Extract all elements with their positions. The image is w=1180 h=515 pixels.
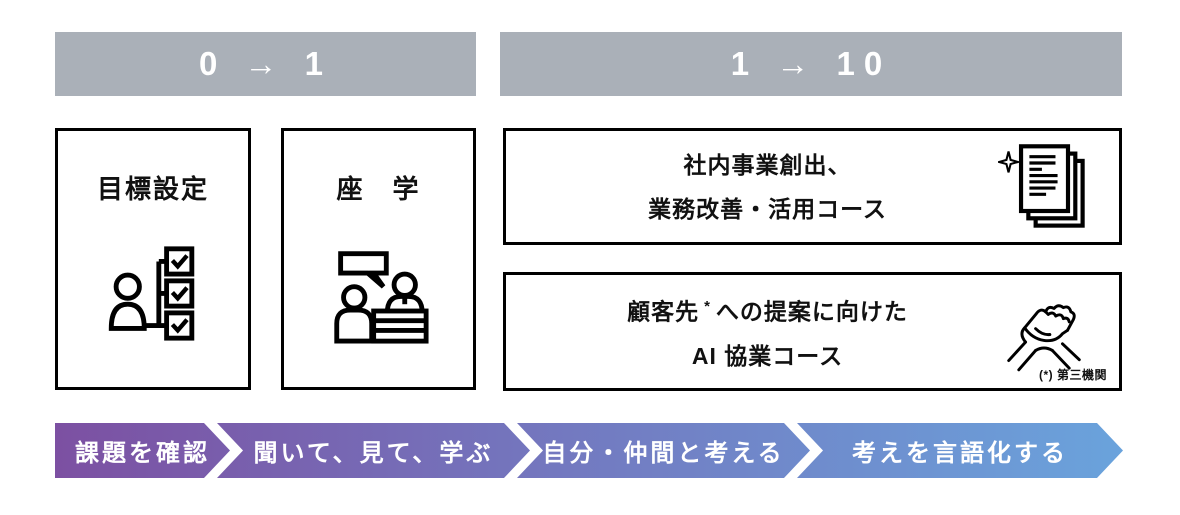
course-icon-area [969,290,1119,374]
process-flow-bar: 課題を確認 聞いて、見て、学ぶ 自分・仲間と考える 考えを言語化する [55,423,1123,478]
course-line-1: 顧客先*への提案に向けた [566,285,969,334]
card-title: 座 学 [336,174,421,204]
card-lecture: 座 学 [281,128,476,390]
handshake-icon [1007,303,1081,371]
process-step-label: 聞いて、見て、学ぶ [253,440,494,467]
course-line-1-text: 顧客先 [627,298,700,325]
card-ai-collaboration-course: 顧客先*への提案に向けた AI 協業コース (*) 第三機関 [503,272,1122,391]
course-line-1: 社内事業創出、 [683,151,852,178]
footnote-marker: * [704,298,711,316]
course-line-1-text: への提案に向けた [715,298,908,325]
documents-sparkle-icon [998,143,1085,228]
card-title: 目標設定 [96,174,209,204]
process-step-listen-see-learn: 聞いて、見て、学ぶ [217,423,530,478]
process-step-confirm-issues: 課題を確認 [55,423,230,478]
person-checklist-icon [108,246,195,341]
process-step-label: 自分・仲間と考える [542,440,785,467]
process-step-think-with-peers: 自分・仲間と考える [517,423,810,478]
course-text: 社内事業創出、 業務改善・活用コース [506,143,969,231]
process-step-verbalize-thoughts: 考えを言語化する [797,423,1123,478]
phase-header-label: 1 → 10 [730,45,892,82]
phase-header-0-to-1: 0 → 1 [55,32,476,96]
process-step-label: 考えを言語化する [852,440,1068,467]
card-goal-setting: 目標設定 [55,128,251,390]
card-internal-business-course: 社内事業創出、 業務改善・活用コース [503,128,1122,245]
course-line-2: AI 協業コース [691,342,844,369]
footnote-third-party: (*) 第三機関 [1039,368,1107,382]
course-icon-area [969,139,1119,235]
course-line-2: 業務改善・活用コース [648,195,887,222]
phase-header-label: 0 → 1 [198,45,333,82]
lecture-discussion-icon [333,251,429,344]
process-step-label: 課題を確認 [75,440,210,467]
phase-header-1-to-10: 1 → 10 [500,32,1122,96]
course-text: 顧客先*への提案に向けた AI 協業コース [506,285,969,378]
